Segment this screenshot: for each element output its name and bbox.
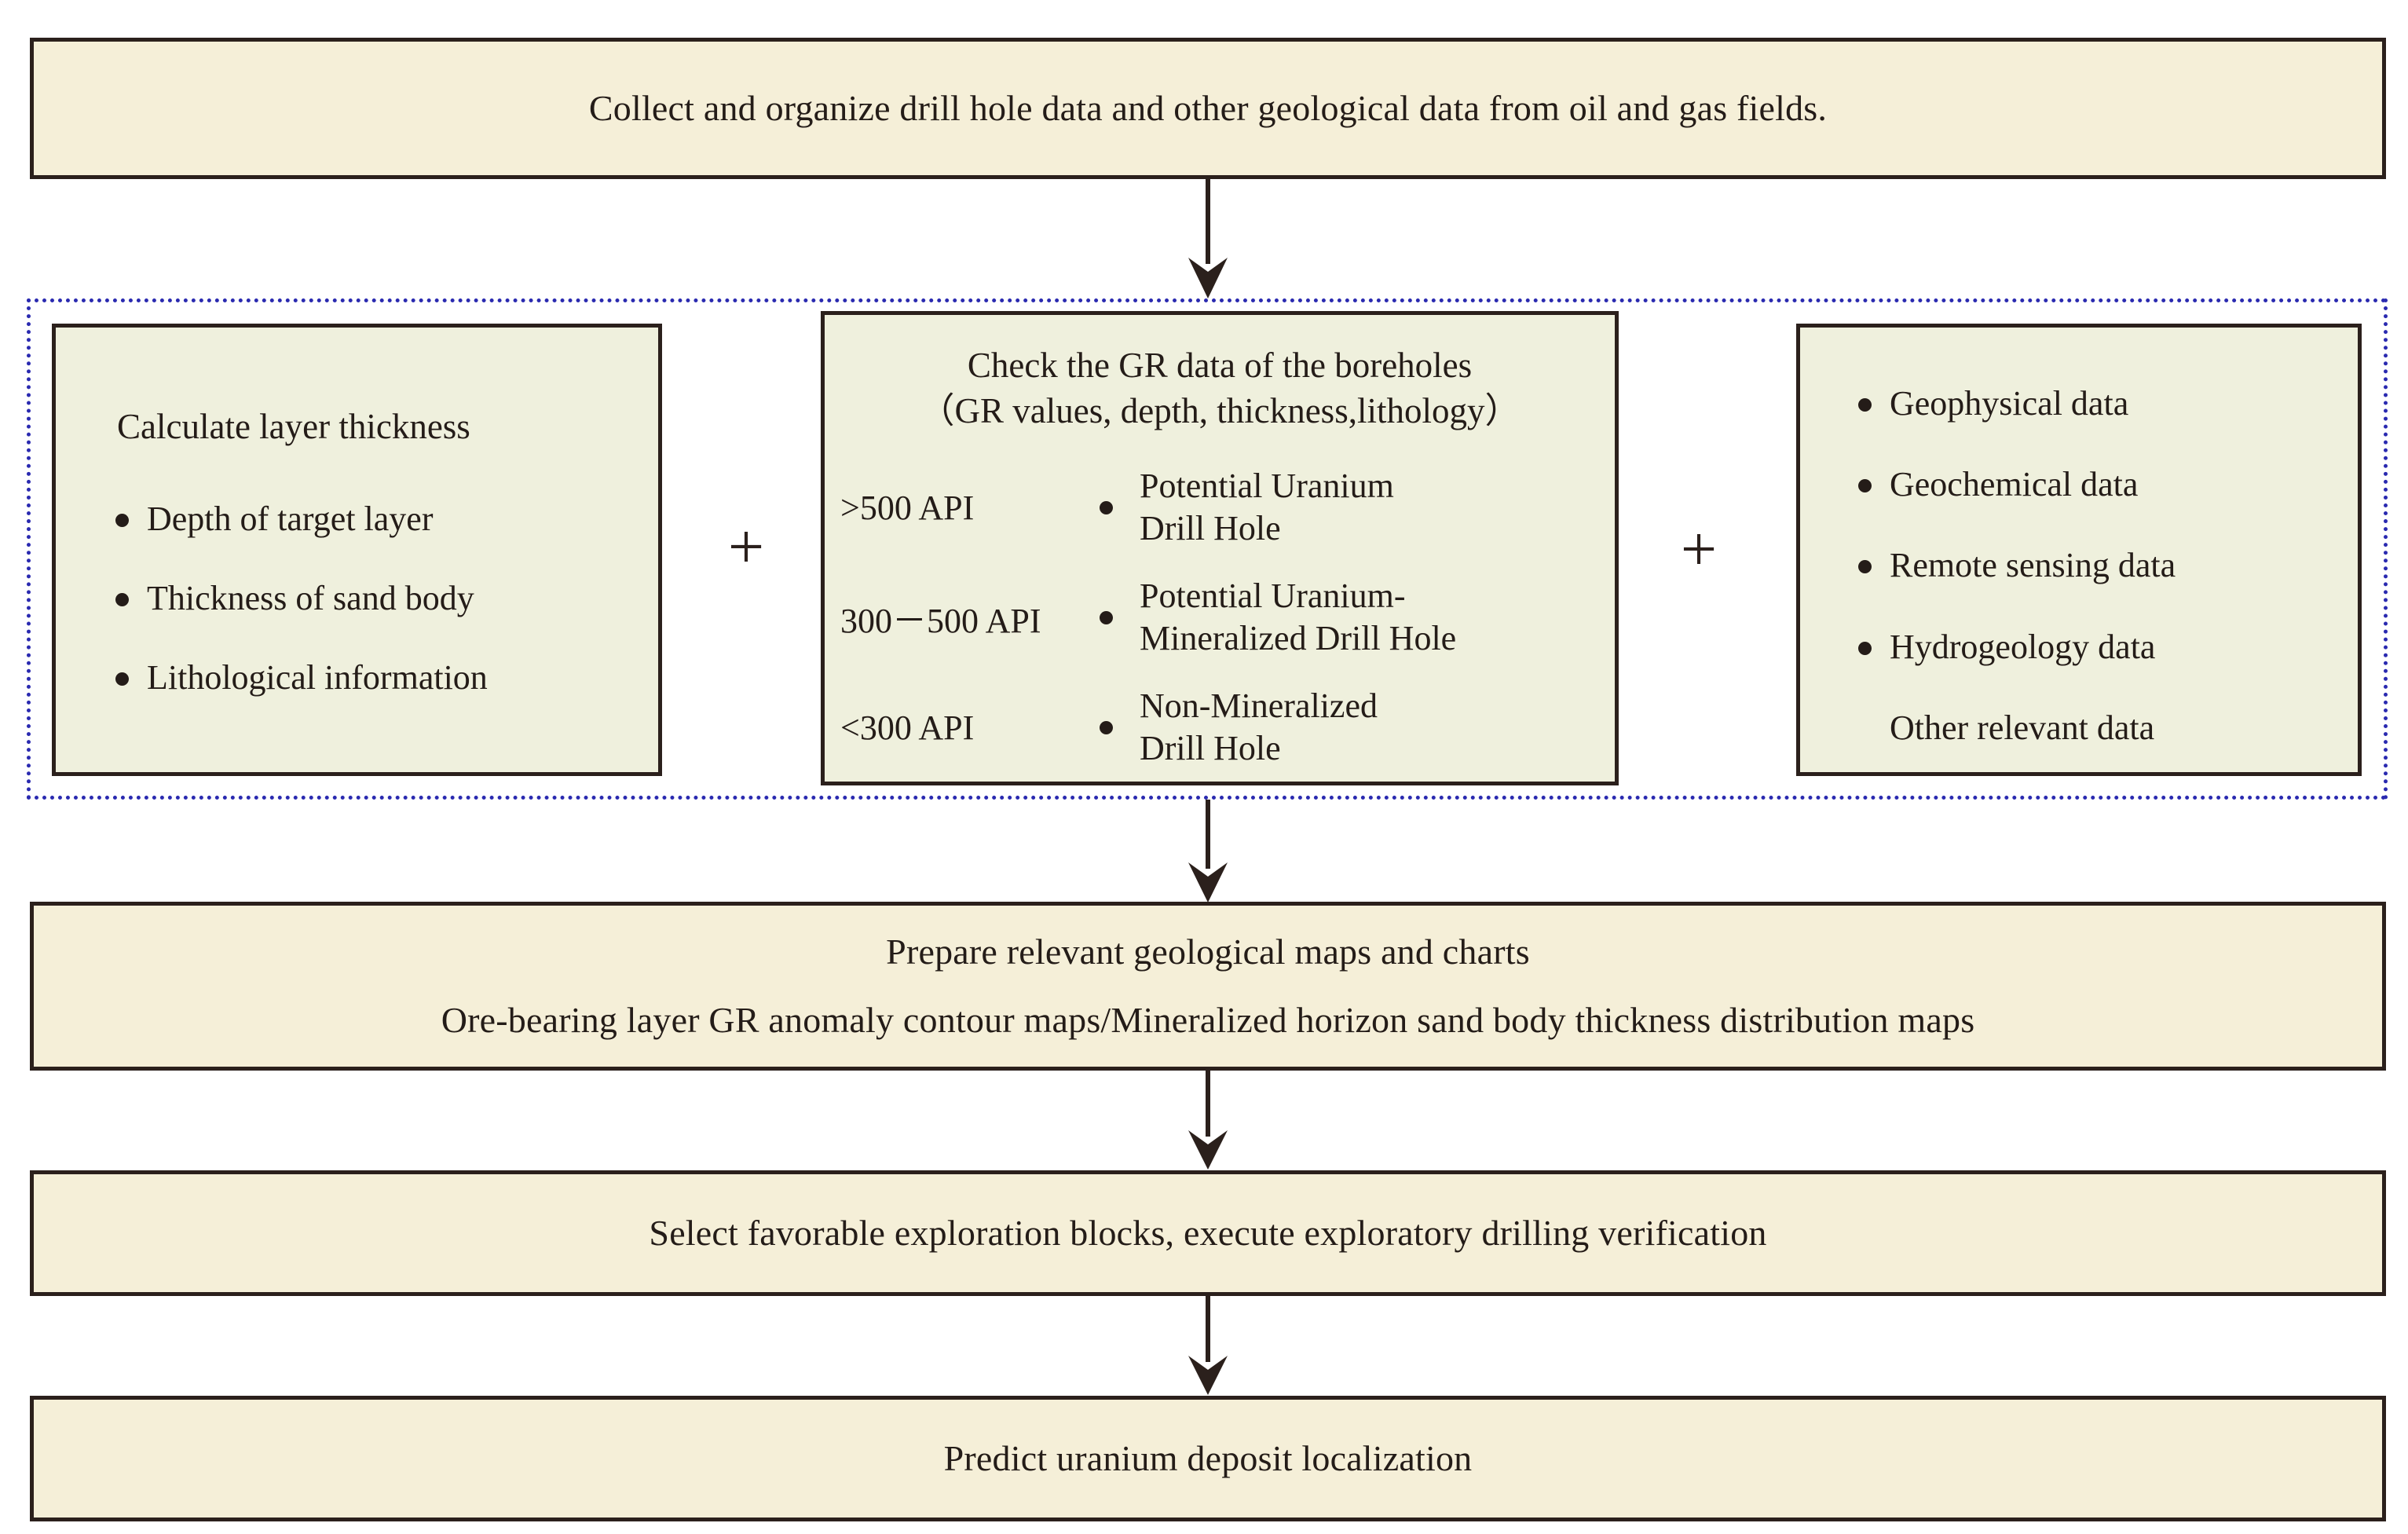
gr-classification-row: >500 API Potential Uranium Drill Hole: [840, 452, 1610, 562]
gr-classification-label-line-1: Potential Uranium-: [1140, 577, 1406, 616]
bullet-icon: [1858, 641, 1872, 655]
arrow-group-to-maps: [1182, 800, 1234, 902]
bullet-icon-placeholder: [1858, 723, 1872, 736]
gr-classification-label-line-2: Mineralized Drill Hole: [1140, 619, 1457, 657]
bullet-icon: [1100, 720, 1113, 734]
list-item: Remote sensing data: [1858, 543, 2361, 588]
list-item-label: Depth of target layer: [147, 500, 434, 538]
gr-classification-row: 300－500 API Potential Uranium- Mineraliz…: [840, 562, 1610, 672]
list-item: Hydrogeology data: [1858, 624, 2361, 669]
data-inputs-group: [27, 298, 2388, 800]
check-gr-data-title-line-2: （GR values, depth, thickness,lithology）: [919, 391, 1521, 430]
bullet-icon: [115, 514, 129, 527]
gr-range-label: <300 API: [840, 708, 975, 747]
calculate-layer-thickness-bullets: Depth of target layer Thickness of sand …: [115, 496, 650, 701]
bullet-icon: [1858, 479, 1872, 493]
bullet-icon: [1858, 398, 1872, 412]
prepare-maps-line-1: Prepare relevant geological maps and cha…: [886, 931, 1530, 972]
list-item-label: Thickness of sand body: [147, 579, 474, 618]
predict-uranium-box: Predict uranium deposit localization: [30, 1396, 2386, 1521]
prepare-maps-line-2: Ore-bearing layer GR anomaly contour map…: [441, 999, 1975, 1040]
list-item: Thickness of sand body: [115, 576, 650, 621]
gr-range-label: >500 API: [840, 488, 975, 527]
step-collect-data-text: Collect and organize drill hole data and…: [588, 87, 1828, 128]
list-item: Lithological information: [115, 655, 650, 700]
gr-classification-list: >500 API Potential Uranium Drill Hole 30…: [840, 452, 1610, 782]
predict-uranium-text: Predict uranium deposit localization: [943, 1437, 1473, 1478]
list-item-label: Geochemical data: [1890, 465, 2139, 504]
list-item-label: Remote sensing data: [1890, 546, 2176, 585]
arrow-step1-to-group: [1182, 179, 1234, 298]
gr-classification-row: <300 API Non-Mineralized Drill Hole: [840, 672, 1610, 782]
plus-operator-1: +: [727, 511, 765, 582]
calculate-layer-thickness-box: Calculate layer thickness Depth of targe…: [52, 324, 662, 776]
calculate-layer-thickness-title: Calculate layer thickness: [117, 407, 470, 446]
gr-classification-label-line-1: Potential Uranium: [1140, 467, 1394, 506]
check-gr-data-box: Check the GR data of the boreholes （GR v…: [821, 311, 1619, 785]
list-item: Geophysical data: [1858, 381, 2361, 426]
gr-classification-label-line-2: Drill Hole: [1140, 509, 1281, 547]
list-item: Depth of target layer: [115, 496, 650, 541]
bullet-icon: [1100, 500, 1113, 514]
bullet-icon: [115, 672, 129, 686]
plus-operator-2: +: [1680, 513, 1718, 584]
list-item: Geochemical data: [1858, 462, 2361, 507]
arrow-select-blocks-to-predict: [1182, 1296, 1234, 1395]
list-item: Other relevant data: [1858, 705, 2361, 750]
list-item-label: Geophysical data: [1890, 384, 2129, 423]
gr-range-label: 300－500 API: [840, 602, 1041, 640]
gr-classification-label: Non-Mineralized Drill Hole: [1140, 685, 1378, 769]
prepare-maps-box: Prepare relevant geological maps and cha…: [30, 902, 2386, 1071]
list-item-label: Other relevant data: [1890, 708, 2155, 747]
select-blocks-text: Select favorable exploration blocks, exe…: [649, 1212, 1767, 1253]
gr-classification-label-line-1: Non-Mineralized: [1140, 686, 1378, 726]
bullet-icon: [1100, 610, 1113, 624]
other-data-box: Geophysical data Geochemical data Remote…: [1796, 324, 2362, 776]
list-item-label: Lithological information: [147, 658, 488, 697]
select-blocks-box: Select favorable exploration blocks, exe…: [30, 1170, 2386, 1296]
list-item-label: Hydrogeology data: [1890, 627, 2156, 666]
gr-classification-label: Potential Uranium Drill Hole: [1140, 465, 1394, 549]
arrow-maps-to-select-blocks: [1182, 1071, 1234, 1170]
gr-classification-label: Potential Uranium- Mineralized Drill Hol…: [1140, 575, 1456, 659]
step-collect-data-box: Collect and organize drill hole data and…: [30, 38, 2386, 179]
other-data-bullets: Geophysical data Geochemical data Remote…: [1858, 381, 2361, 750]
check-gr-data-title-line-1: Check the GR data of the boreholes: [967, 346, 1473, 385]
bullet-icon: [1858, 560, 1872, 574]
bullet-icon: [115, 593, 129, 607]
gr-classification-label-line-2: Drill Hole: [1140, 729, 1281, 767]
